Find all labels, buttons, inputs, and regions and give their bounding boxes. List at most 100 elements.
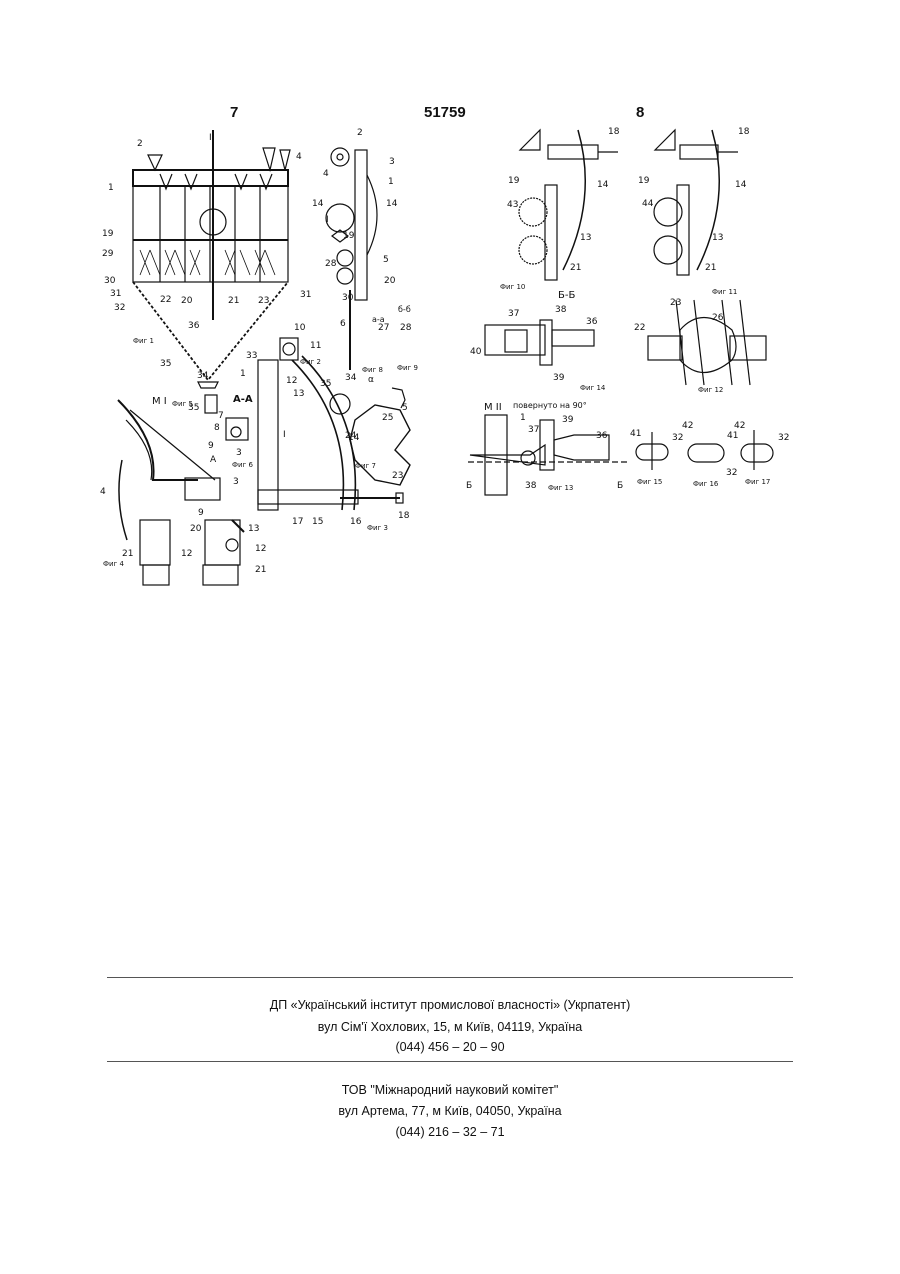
svg-text:40: 40	[470, 347, 482, 357]
svg-text:21: 21	[122, 549, 133, 559]
svg-text:9: 9	[208, 441, 214, 451]
figure-3-drawing	[258, 338, 403, 510]
svg-text:38: 38	[555, 305, 567, 315]
svg-text:36: 36	[596, 431, 608, 441]
svg-text:13: 13	[248, 524, 259, 534]
svg-text:18: 18	[738, 127, 750, 137]
svg-text:12: 12	[181, 549, 192, 559]
svg-text:35: 35	[160, 359, 171, 369]
svg-text:27: 27	[378, 323, 389, 333]
svg-text:15: 15	[312, 517, 323, 527]
fig10-caption: Фиг 10	[500, 283, 525, 291]
svg-text:18: 18	[398, 511, 410, 521]
svg-text:4: 4	[100, 487, 106, 497]
svg-text:19: 19	[638, 176, 650, 186]
figure-14-drawing	[485, 320, 594, 365]
footer-divider-top	[107, 977, 793, 978]
org1-phone: (044) 456 – 20 – 90	[0, 1040, 900, 1054]
svg-text:25: 25	[382, 413, 393, 423]
svg-text:19: 19	[508, 176, 520, 186]
svg-text:17: 17	[292, 517, 303, 527]
section-bb-small: б-б	[398, 305, 411, 314]
fig9-caption: Фиг 9	[397, 364, 418, 372]
fig3-caption: Фиг 3	[367, 524, 388, 532]
svg-text:19: 19	[343, 231, 355, 241]
section-aa-small: а-а	[372, 315, 385, 324]
svg-text:12: 12	[286, 376, 297, 386]
svg-text:34: 34	[197, 371, 209, 381]
svg-text:І: І	[283, 430, 286, 440]
svg-text:13: 13	[712, 233, 723, 243]
svg-text:1: 1	[388, 177, 394, 187]
fig16-caption: Фиг 16	[693, 480, 719, 488]
svg-text:35: 35	[320, 379, 331, 389]
fig11-caption: Фиг 11	[712, 288, 737, 296]
svg-text:4: 4	[296, 152, 302, 162]
svg-text:35: 35	[188, 403, 199, 413]
svg-text:20: 20	[181, 296, 193, 306]
svg-text:8: 8	[214, 423, 220, 433]
section-a-mark: А	[210, 455, 217, 465]
svg-text:5: 5	[383, 255, 389, 265]
svg-text:1: 1	[520, 413, 526, 423]
svg-text:11: 11	[310, 341, 321, 351]
svg-text:6: 6	[340, 319, 346, 329]
svg-text:21: 21	[570, 263, 581, 273]
svg-text:28: 28	[325, 259, 337, 269]
svg-text:26: 26	[712, 313, 724, 323]
svg-text:1: 1	[240, 369, 246, 379]
fig7-caption: Фиг 7	[355, 462, 376, 470]
svg-text:22: 22	[160, 295, 171, 305]
fig15-caption: Фиг 15	[637, 478, 662, 486]
figure-12-drawing	[648, 300, 766, 385]
org1-name: ДП «Український інститут промислової вла…	[0, 998, 900, 1012]
svg-text:37: 37	[508, 309, 519, 319]
svg-text:21: 21	[228, 296, 239, 306]
svg-text:42: 42	[734, 421, 745, 431]
rotated-note: повернуто на 90°	[513, 401, 587, 410]
svg-text:31: 31	[300, 290, 311, 300]
svg-text:12: 12	[255, 544, 266, 554]
svg-text:3: 3	[233, 477, 239, 487]
svg-text:43: 43	[507, 200, 518, 210]
svg-text:І: І	[326, 215, 329, 225]
svg-text:23: 23	[258, 296, 269, 306]
svg-text:7: 7	[218, 411, 224, 421]
svg-text:21: 21	[255, 565, 266, 575]
svg-text:41: 41	[630, 429, 641, 439]
svg-text:24: 24	[345, 431, 357, 441]
svg-text:32: 32	[114, 303, 125, 313]
svg-text:32: 32	[726, 468, 737, 478]
svg-text:14: 14	[735, 180, 747, 190]
svg-text:3: 3	[236, 448, 242, 458]
svg-text:33: 33	[246, 351, 257, 361]
svg-text:13: 13	[580, 233, 591, 243]
figures-15-17-drawing	[636, 430, 773, 470]
section-bb: Б-Б	[558, 290, 575, 301]
figure-1-drawing	[133, 130, 290, 388]
section-m2: М ІІ	[484, 402, 502, 413]
figure-11-drawing	[654, 130, 738, 275]
svg-text:2: 2	[357, 128, 363, 138]
figure-13-drawing	[468, 415, 630, 495]
fig13-caption: Фиг 13	[548, 484, 573, 492]
svg-text:19: 19	[102, 229, 114, 239]
svg-text:28: 28	[400, 323, 412, 333]
org2-name: ТОВ "Міжнародний науковий комітет"	[0, 1083, 900, 1097]
svg-text:30: 30	[342, 293, 354, 303]
svg-text:22: 22	[634, 323, 645, 333]
svg-text:4: 4	[323, 169, 329, 179]
svg-text:38: 38	[525, 481, 537, 491]
svg-text:42: 42	[682, 421, 693, 431]
fig6-caption: Фиг 6	[232, 461, 253, 469]
svg-text:ІІ: ІІ	[209, 133, 214, 143]
svg-text:36: 36	[188, 321, 200, 331]
fig8-caption: Фиг 8	[362, 366, 383, 374]
svg-text:20: 20	[384, 276, 396, 286]
patent-drawings: 241 141929 303132 222021 233136 353334 І…	[0, 0, 900, 600]
svg-text:37: 37	[528, 425, 539, 435]
svg-text:α: α	[368, 375, 374, 385]
footer-divider-middle	[107, 1061, 793, 1062]
svg-text:30: 30	[104, 276, 116, 286]
svg-text:41: 41	[727, 431, 738, 441]
